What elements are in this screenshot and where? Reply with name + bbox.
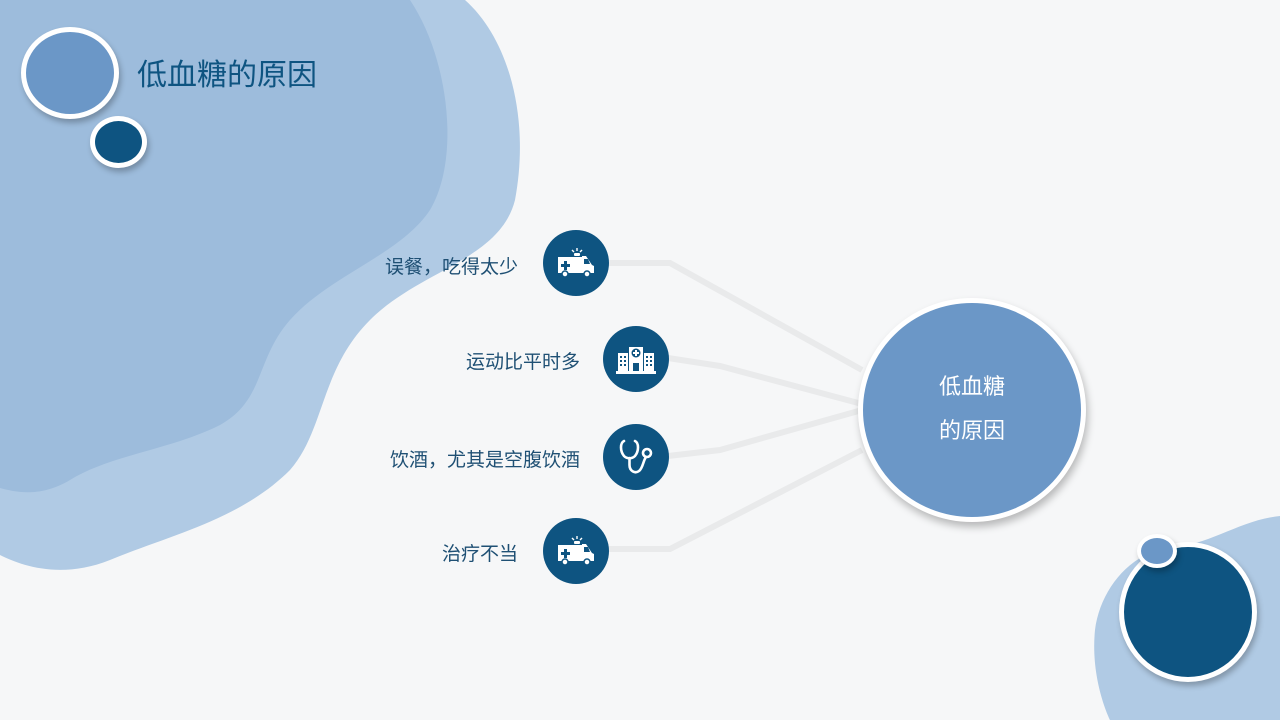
item-label-alcohol: 饮酒，尤其是空腹饮酒 [389,449,580,471]
item-icon-circle [603,424,669,490]
connector-lines [608,260,864,552]
item-icon-circle [543,230,609,296]
item-label-improper-treatment: 治疗不当 [441,543,518,565]
decor-circle-large [21,27,119,119]
decor-circle-bottom-small [1137,534,1177,568]
item-icon-circle [603,326,669,392]
center-title-line-2: 的原因 [938,419,1005,444]
page-title: 低血糖的原因 [137,58,317,93]
hospital-icon [616,347,656,374]
ambulance-icon [558,248,594,278]
item-icon-circle [543,518,609,584]
item-label-skipped-meal: 误餐，吃得太少 [384,256,518,278]
center-title-line-1: 低血糖 [938,375,1005,400]
decor-circle-bottom-large [1119,542,1257,682]
stethoscope-icon [619,439,653,474]
center-topic-circle: 低血糖 的原因 [858,298,1086,522]
decor-circle-small [90,116,147,168]
item-label-exercise: 运动比平时多 [465,351,580,373]
ambulance-icon [558,536,594,566]
